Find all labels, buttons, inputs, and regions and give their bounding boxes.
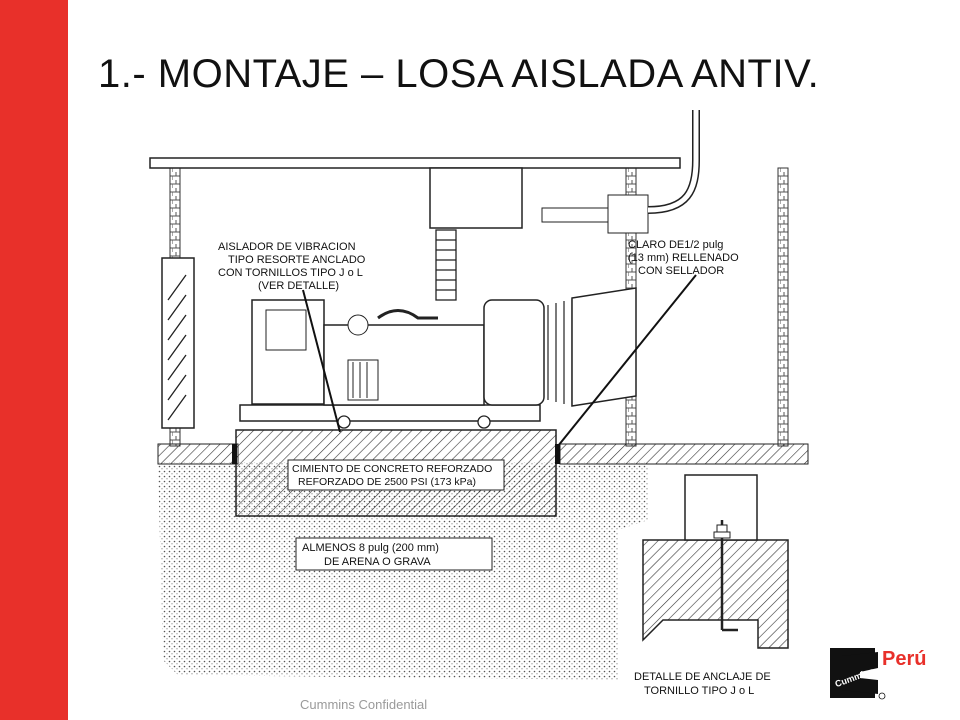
foundation-diagram: AISLADOR DE VIBRACION TIPO RESORTE ANCLA… [149, 110, 809, 697]
floor-slab-right [559, 443, 809, 465]
leader-gap [557, 274, 697, 447]
radiator [161, 257, 195, 429]
svg-text:TIPO RESORTE ANCLADO: TIPO RESORTE ANCLADO [228, 254, 366, 266]
svg-text:CIMIENTO DE CONCRETO REFORZADO: CIMIENTO DE CONCRETO REFORZADO [292, 463, 492, 475]
right-wall [777, 167, 789, 447]
label-detail: DETALLE DE ANCLAJE DE TORNILLO TIPO J o … [634, 671, 771, 697]
floor-slab-left [157, 443, 239, 465]
confidential-footer: Cummins Confidential [300, 697, 428, 712]
svg-text:DETALLE DE ANCLAJE DE: DETALLE DE ANCLAJE DE [634, 671, 771, 683]
label-gap: CLARO DE1/2 pulg (13 mm) RELLENADO CON S… [628, 239, 739, 277]
svg-text:CLARO DE1/2 pulg: CLARO DE1/2 pulg [628, 239, 723, 251]
label-isolator: AISLADOR DE VIBRACION TIPO RESORTE ANCLA… [218, 241, 366, 292]
label-sand: ALMENOS 8 pulg (200 mm) DE ARENA O GRAVA [302, 542, 439, 568]
air-duct [571, 287, 637, 407]
red-sidebar [0, 0, 68, 720]
svg-text:REFORZADO DE 2500 PSI (173 kPa: REFORZADO DE 2500 PSI (173 kPa) [298, 476, 476, 488]
engine-block [323, 324, 485, 406]
svg-text:AISLADOR DE VIBRACION: AISLADOR DE VIBRACION [218, 241, 356, 253]
svg-text:(VER DETALLE): (VER DETALLE) [258, 280, 339, 292]
leader-isolator [302, 289, 341, 433]
anchor-detail [642, 474, 789, 649]
muffler [429, 167, 523, 229]
slide-title: 1.- MONTAJE – LOSA AISLADA ANTIV. [98, 52, 820, 96]
svg-text:TORNILLO TIPO J o L: TORNILLO TIPO J o L [644, 685, 754, 697]
svg-text:CON SELLADOR: CON SELLADOR [638, 265, 724, 277]
country-label: Perú [882, 648, 927, 670]
svg-text:DE ARENA O GRAVA: DE ARENA O GRAVA [324, 556, 431, 568]
alternator [483, 299, 545, 406]
cummins-logo: Cummins [830, 648, 886, 700]
generator-skid [239, 404, 541, 422]
svg-text:(13 mm) RELLENADO: (13 mm) RELLENADO [628, 252, 739, 264]
svg-text:ALMENOS 8 pulg (200 mm): ALMENOS 8 pulg (200 mm) [302, 542, 439, 554]
label-concrete: CIMIENTO DE CONCRETO REFORZADO REFORZADO… [292, 463, 492, 488]
exhaust-flex [435, 229, 457, 301]
svg-text:CON TORNILLOS TIPO J o L: CON TORNILLOS TIPO J o L [218, 267, 363, 279]
ceiling-slab [149, 157, 681, 169]
